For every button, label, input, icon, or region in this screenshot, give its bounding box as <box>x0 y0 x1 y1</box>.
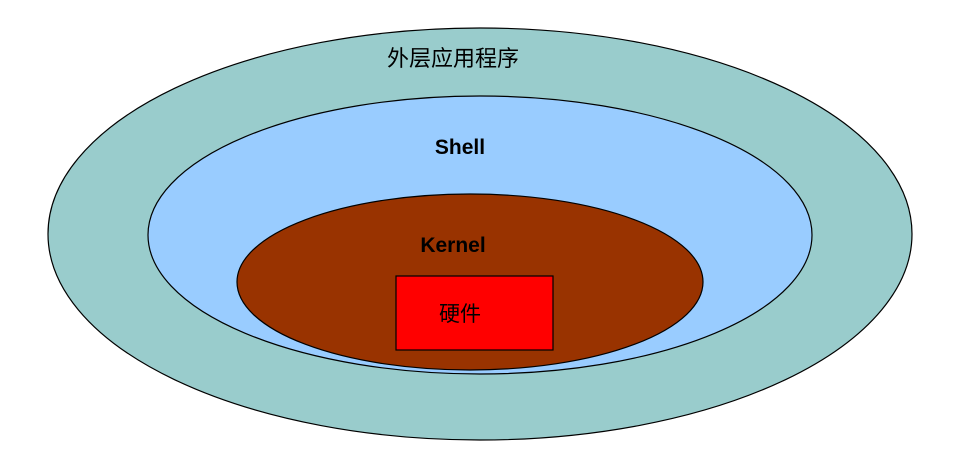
outer-application-label: 外层应用程序 <box>387 47 519 72</box>
hardware-label: 硬件 <box>439 302 481 326</box>
kernel-label: Kernel <box>420 234 485 257</box>
hardware-box <box>395 275 554 351</box>
shell-label: Shell <box>435 136 485 159</box>
